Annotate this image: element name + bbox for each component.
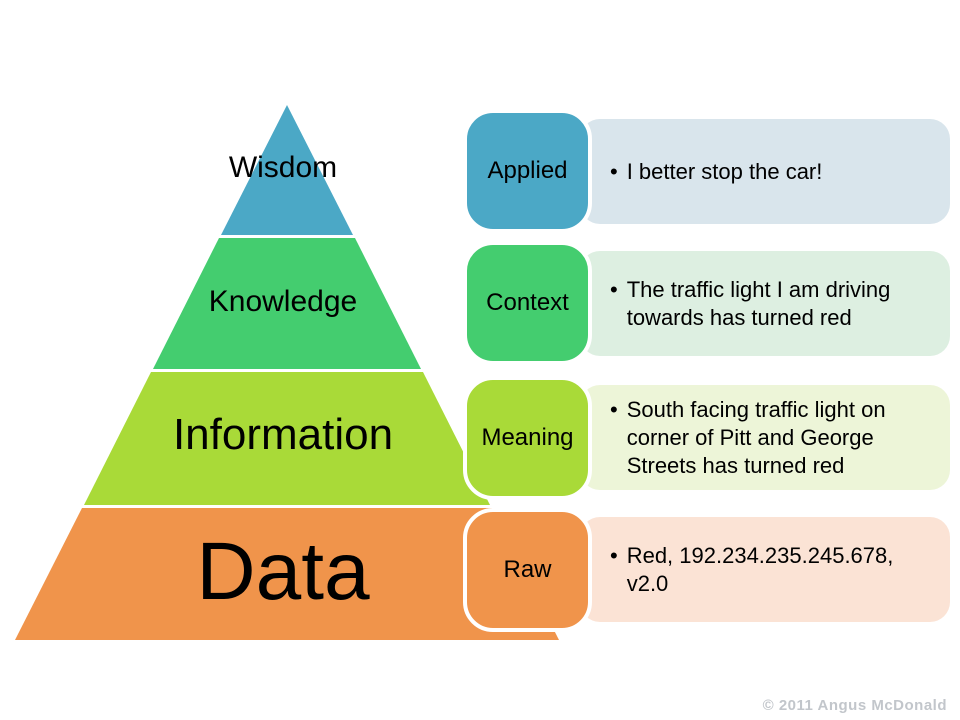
tag-label-context: Context: [486, 289, 569, 316]
tag-raw: Raw: [463, 508, 592, 632]
bubble-context: • The traffic light I am driving towards…: [580, 251, 950, 356]
bubble-meaning: • South facing traffic light on corner o…: [580, 385, 950, 490]
bubble-text-applied: I better stop the car!: [626, 158, 823, 184]
bubble-raw: • Red, 192.234.235.245.678, v2.0: [580, 517, 950, 622]
bullet-icon: •: [610, 158, 618, 184]
tag-label-applied: Applied: [487, 157, 568, 184]
tag-label-raw: Raw: [503, 556, 552, 583]
pyramid-label-information: Information: [172, 410, 394, 459]
pyramid-label-data: Data: [196, 526, 370, 617]
bubble-text-context: The traffic light I am driving towards h…: [626, 276, 891, 330]
tag-context: Context: [463, 241, 592, 365]
bubble-applied: • I better stop the car!: [580, 119, 950, 224]
pyramid-label-wisdom: Wisdom: [228, 151, 338, 184]
bullet-icon: •: [610, 276, 618, 302]
bubble-text-meaning: South facing traffic light on corner of …: [626, 396, 886, 478]
bubble-text-raw: Red, 192.234.235.245.678, v2.0: [626, 542, 894, 596]
tag-meaning: Meaning: [463, 376, 592, 500]
bullet-icon: •: [610, 396, 618, 422]
copyright-text: © 2011 Angus McDonald: [762, 697, 947, 714]
pyramid-label-knowledge: Knowledge: [208, 285, 358, 318]
tag-label-meaning: Meaning: [481, 424, 574, 451]
bullet-icon: •: [610, 542, 618, 568]
tag-applied: Applied: [463, 109, 592, 233]
